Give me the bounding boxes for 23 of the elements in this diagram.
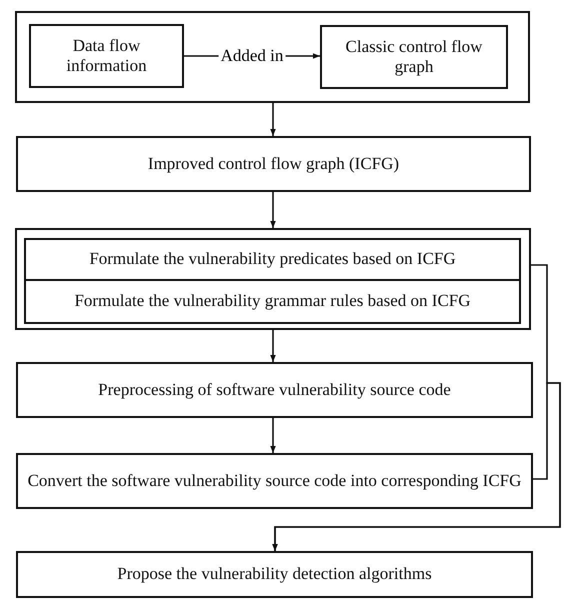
group-box: [15, 228, 531, 330]
group-box: [15, 11, 530, 103]
process-box: [16, 136, 531, 192]
process-box: [24, 279, 521, 324]
box-text: Data flow information: [65, 36, 148, 76]
box-text: Preprocessing of software vulnerability source code: [97, 380, 452, 400]
box-text: Classic control flow graph: [344, 36, 484, 78]
arrow: [270, 192, 276, 228]
box-text: Formulate the vulnerability grammar rules based on ICFG: [73, 291, 472, 312]
arrow: [270, 418, 276, 453]
arrow: [270, 103, 276, 136]
arrow: [270, 330, 276, 362]
process-box: [16, 551, 533, 598]
box-text: Formulate the vulnerability predicates based on ICFG: [88, 249, 457, 270]
box-text: Convert the software vulnerability source code into corresponding ICFG: [26, 470, 522, 492]
process-box: [29, 24, 184, 88]
box-text: Propose the vulnerability detection algorithms: [116, 564, 433, 585]
box-text: Improved control flow graph (ICFG): [146, 154, 400, 174]
process-box: [320, 25, 508, 89]
process-box: [16, 362, 533, 418]
process-box: [16, 453, 533, 509]
arrow: [272, 382, 561, 551]
process-box: [24, 238, 521, 281]
